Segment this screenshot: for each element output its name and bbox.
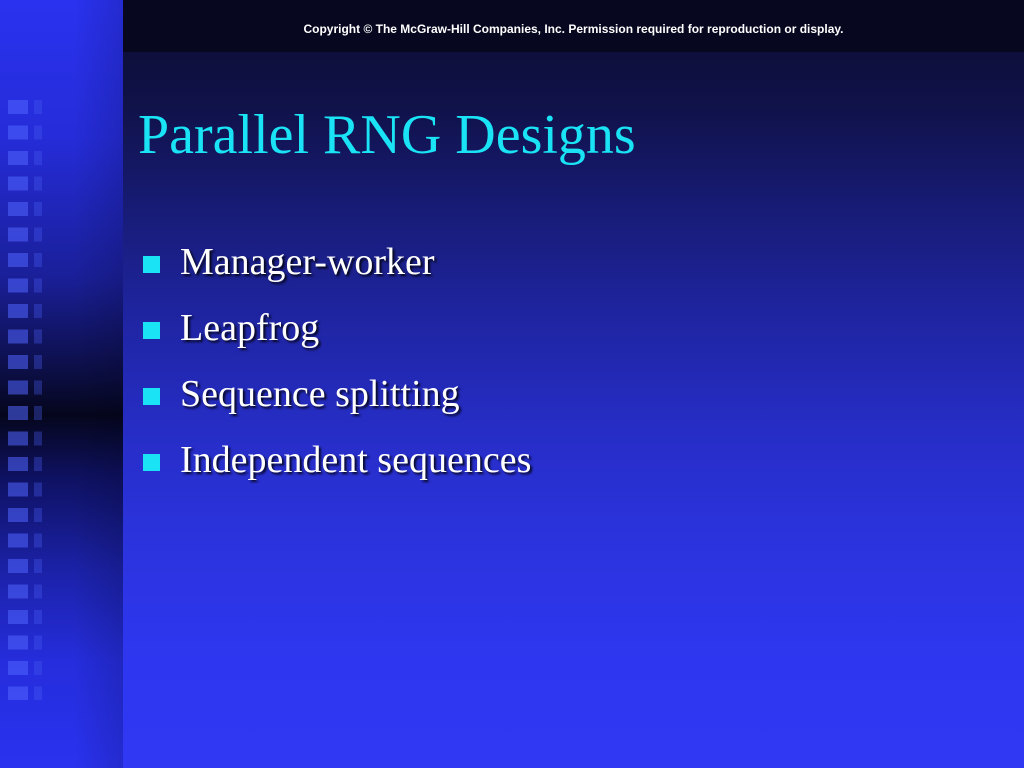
bullet-text: Manager-worker (180, 241, 435, 283)
square-bullet-icon (143, 255, 160, 273)
bullet-item: Independent sequences (143, 427, 531, 493)
square-bullet-icon (143, 453, 160, 471)
decorative-squares-column-secondary (34, 100, 42, 700)
bullet-text: Independent sequences (180, 439, 532, 481)
bullet-item: Sequence splitting (143, 361, 531, 427)
decorative-squares-column (8, 100, 28, 700)
bullet-text: Sequence splitting (180, 373, 460, 415)
left-decorative-band (0, 0, 123, 768)
band-shade (0, 0, 123, 768)
bullet-item: Leapfrog (143, 295, 531, 361)
square-bullet-icon (143, 387, 160, 405)
bullet-item: Manager-worker (143, 229, 531, 295)
square-bullet-icon (143, 321, 160, 339)
header-bar (123, 0, 1024, 52)
copyright-notice: Copyright © The McGraw-Hill Companies, I… (303, 22, 844, 36)
bullet-text: Leapfrog (180, 307, 320, 349)
slide-title: Parallel RNG Designs (138, 104, 636, 166)
bullet-list: Manager-worker Leapfrog Sequence splitti… (143, 229, 531, 493)
